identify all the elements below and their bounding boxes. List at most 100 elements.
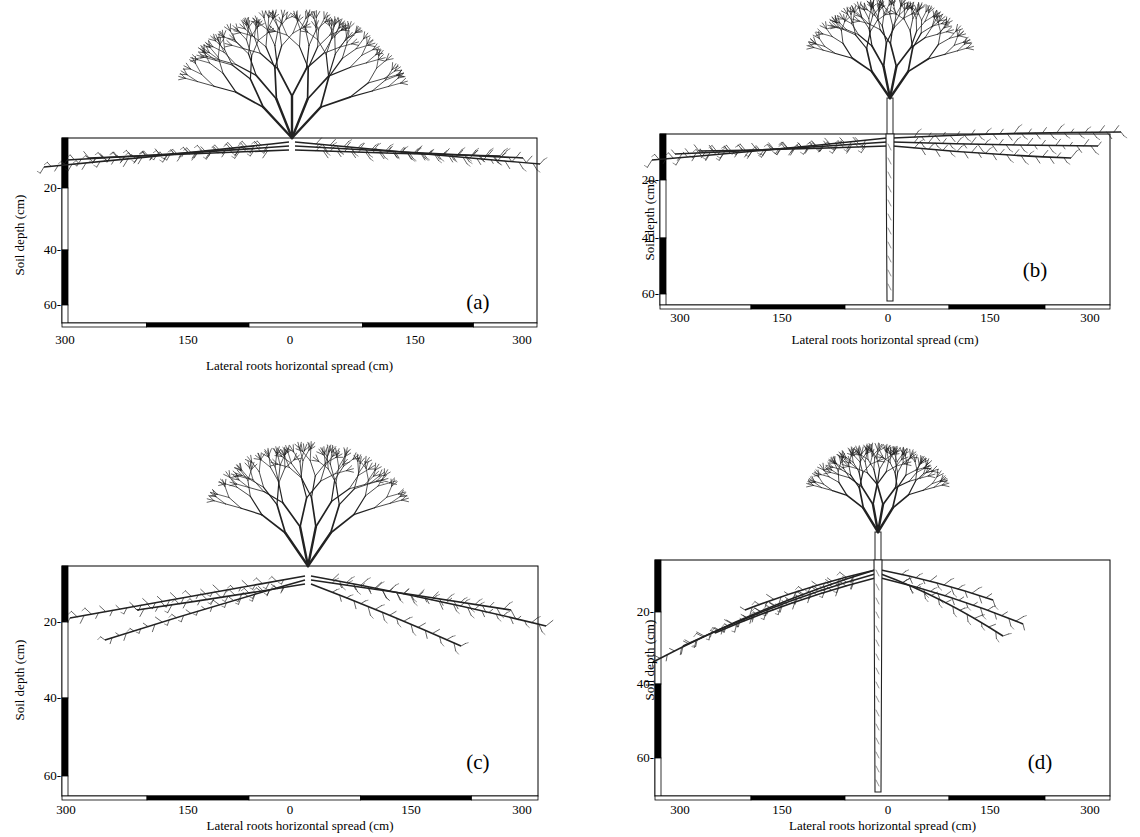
root-hair — [105, 159, 108, 161]
root-hair — [390, 588, 394, 592]
crown-twig — [211, 494, 218, 496]
root-hair — [979, 134, 982, 138]
root-hair — [990, 147, 993, 149]
crown-branch — [310, 449, 312, 461]
root-hair — [465, 155, 469, 161]
root-hair — [213, 600, 219, 605]
crown-branch — [843, 19, 851, 24]
root-hair — [279, 583, 282, 585]
root-hair — [107, 158, 110, 162]
crown-twig — [245, 18, 248, 24]
root-hair — [130, 629, 134, 631]
root-hair — [182, 591, 185, 594]
root-hair — [971, 138, 976, 145]
root-hair — [447, 596, 452, 600]
root-hair — [439, 601, 443, 609]
root-hair — [817, 150, 820, 152]
crown-twig — [328, 20, 331, 26]
crown-twig — [219, 484, 226, 486]
crown-twig — [899, 0, 901, 6]
crown-twig — [402, 500, 409, 502]
root-hair — [351, 577, 354, 579]
crown-twig — [349, 23, 354, 28]
root-hair — [93, 159, 96, 164]
root-hair — [334, 143, 337, 145]
crown-twig — [947, 32, 954, 34]
root-hair — [411, 595, 415, 603]
crown-twig — [236, 28, 241, 33]
root-hair — [126, 153, 129, 155]
root-hair — [347, 582, 350, 585]
crown-branch — [390, 497, 400, 504]
crown-branch — [896, 14, 904, 19]
crown-branch — [356, 39, 364, 49]
crown-branch — [372, 86, 388, 91]
crown-twig — [179, 78, 186, 80]
root-hair — [150, 156, 153, 160]
root-hair — [690, 156, 693, 158]
root-hair — [129, 153, 132, 157]
root-hair — [123, 150, 126, 152]
root-hair — [138, 158, 142, 164]
crown-twig — [230, 484, 237, 486]
root-hair — [526, 156, 532, 163]
crown-twig — [891, 0, 895, 4]
root-hair — [67, 155, 70, 157]
root-hair — [337, 152, 341, 157]
crown-twig — [225, 479, 226, 486]
crown-twig — [378, 60, 385, 62]
crown-branch — [890, 4, 892, 13]
crown-branch — [261, 460, 270, 468]
root-hair — [443, 151, 446, 155]
root-hair — [546, 620, 553, 626]
crown-branch — [873, 505, 878, 533]
root-hair — [1027, 138, 1032, 145]
root-hair — [96, 613, 99, 619]
root-hair — [1050, 157, 1054, 163]
root-hair — [135, 156, 139, 162]
crown-branch — [375, 503, 391, 507]
crown-twig — [220, 479, 225, 484]
root-hair — [282, 587, 284, 591]
crown-twig — [964, 42, 971, 44]
crown-twig — [364, 36, 370, 39]
root-hair — [476, 148, 479, 150]
crown-branch — [278, 464, 290, 467]
crown-branch — [823, 484, 832, 491]
crown-branch — [921, 20, 922, 33]
spread-scale-bar — [147, 796, 249, 800]
crown-branch — [224, 52, 236, 64]
root-hair — [497, 608, 501, 616]
root-hair — [332, 574, 338, 580]
crown-branch — [842, 460, 843, 468]
crown-twig — [392, 66, 398, 69]
root-hair — [143, 623, 148, 626]
root-hair — [239, 587, 241, 591]
root-hair — [725, 146, 728, 150]
crown-branch — [310, 461, 315, 476]
crown-branch — [300, 47, 309, 68]
taproot-texture — [888, 256, 891, 262]
crown-branch — [827, 29, 833, 37]
crown-twig — [958, 32, 963, 37]
crown-branch — [917, 21, 925, 31]
root-hair — [180, 147, 183, 149]
crown-twig — [322, 448, 323, 455]
root-hair — [210, 592, 212, 596]
root-hair — [414, 599, 417, 601]
root-hair — [469, 162, 472, 164]
root-hair — [231, 586, 234, 589]
crown-twig — [315, 20, 316, 27]
root-hair — [147, 604, 151, 608]
root-hair — [720, 152, 724, 158]
crown-twig — [358, 455, 361, 461]
crown-branch — [249, 54, 257, 76]
crown-branch — [841, 31, 843, 44]
root-hair — [418, 623, 425, 627]
root-hair — [669, 153, 674, 158]
crown-branch — [893, 15, 899, 26]
crown-branch — [278, 481, 282, 502]
root-hair — [175, 600, 179, 604]
root-hair — [94, 165, 97, 167]
crown-branch — [209, 53, 219, 60]
